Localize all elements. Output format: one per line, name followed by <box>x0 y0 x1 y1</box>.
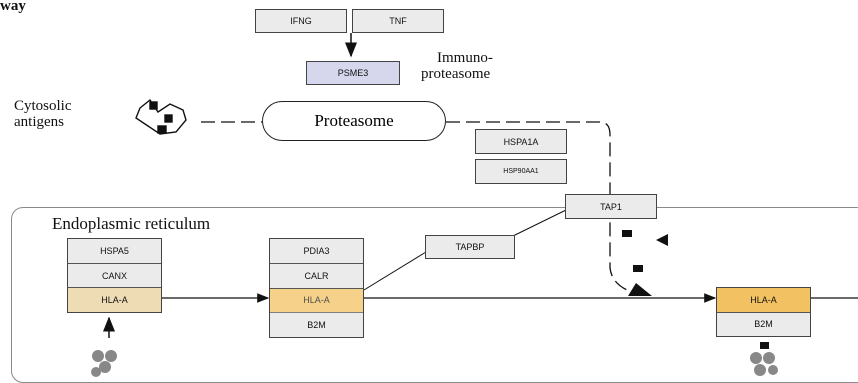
gene-tapbp[interactable]: TAPBP <box>425 235 515 259</box>
gene-psme3[interactable]: PSME3 <box>306 61 400 85</box>
gene-hsp90aa1[interactable]: HSP90AA1 <box>475 159 567 184</box>
gene-tap1[interactable]: TAP1 <box>565 194 657 219</box>
er-complex-3: HLA-A B2M <box>716 287 811 337</box>
gene-calr[interactable]: CALR <box>270 263 363 289</box>
cytosolic-antigens-label-line1: Cytosolic <box>14 98 72 114</box>
gene-hla-a[interactable]: HLA-A <box>68 288 161 313</box>
cytosolic-antigen-glyph <box>135 98 187 135</box>
peptide-fragment <box>760 342 769 349</box>
gene-b2m[interactable]: B2M <box>717 312 810 336</box>
gene-ifng[interactable]: IFNG <box>255 9 347 33</box>
peptide-arrowhead <box>628 283 652 296</box>
gene-pdia3[interactable]: PDIA3 <box>270 239 363 264</box>
ribosome-glyph <box>750 352 778 376</box>
cytosolic-antigens-label-line2: antigens <box>14 114 64 130</box>
gene-b2m[interactable]: B2M <box>270 313 363 337</box>
gene-hla-a[interactable]: HLA-A <box>717 288 810 313</box>
peptide-transport-dash-path <box>446 121 633 293</box>
gene-hspa1a[interactable]: HSPA1A <box>475 129 567 154</box>
gene-hspa5[interactable]: HSPA5 <box>68 239 161 264</box>
immunoproteasome-label-line2: proteasome <box>421 66 491 82</box>
tap1-tapbp-link <box>512 209 567 237</box>
proteasome-node[interactable]: Proteasome <box>262 101 446 141</box>
peptide-fragment <box>633 265 643 272</box>
gene-canx[interactable]: CANX <box>68 263 161 289</box>
small-arrowhead <box>656 234 668 246</box>
er-complex-2: PDIA3 CALR HLA-A B2M <box>269 238 364 338</box>
er-label: Endoplasmic reticulum <box>52 214 211 233</box>
gene-tnf[interactable]: TNF <box>352 9 444 33</box>
ribosome-glyph <box>91 350 117 377</box>
peptide-fragment <box>622 230 632 237</box>
page-title: way <box>0 0 26 14</box>
er-complex-1: HSPA5 CANX HLA-A <box>67 238 162 313</box>
gene-hla-a[interactable]: HLA-A <box>270 288 363 314</box>
tapbp-stack-link <box>363 251 427 291</box>
immunoproteasome-label-line1: Immuno- <box>437 50 493 66</box>
